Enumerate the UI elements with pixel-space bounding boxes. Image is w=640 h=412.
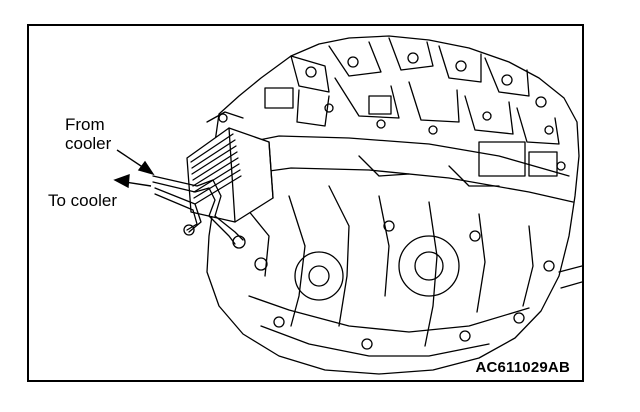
to-cooler-label: To cooler xyxy=(48,191,117,210)
from-cooler-label: From cooler xyxy=(65,115,112,153)
transaxle-drawing xyxy=(113,35,582,375)
figure-frame: From cooler To cooler AC611029AB xyxy=(27,24,584,382)
figure-id: AC611029AB xyxy=(475,359,570,376)
housing-outline xyxy=(206,35,580,375)
arrow-to-cooler xyxy=(124,181,152,187)
